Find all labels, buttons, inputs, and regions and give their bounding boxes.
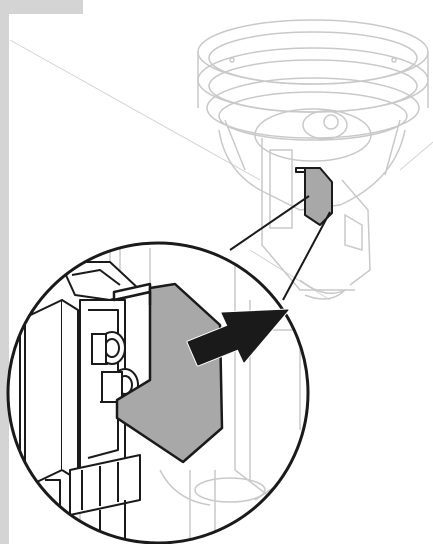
magnified-detail bbox=[8, 243, 308, 543]
magnifier-circle-outline bbox=[6, 241, 310, 544]
device-overview-ghost bbox=[197, 19, 429, 300]
background-guide-lines bbox=[9, 39, 433, 301]
callout-lines bbox=[229, 195, 331, 301]
page-side-bar bbox=[0, 0, 9, 544]
remove-direction-arrow-icon bbox=[186, 308, 290, 367]
overview-cover-part bbox=[295, 167, 333, 226]
magnified-cover-part bbox=[112, 282, 224, 464]
page-corner-tab bbox=[0, 0, 83, 14]
